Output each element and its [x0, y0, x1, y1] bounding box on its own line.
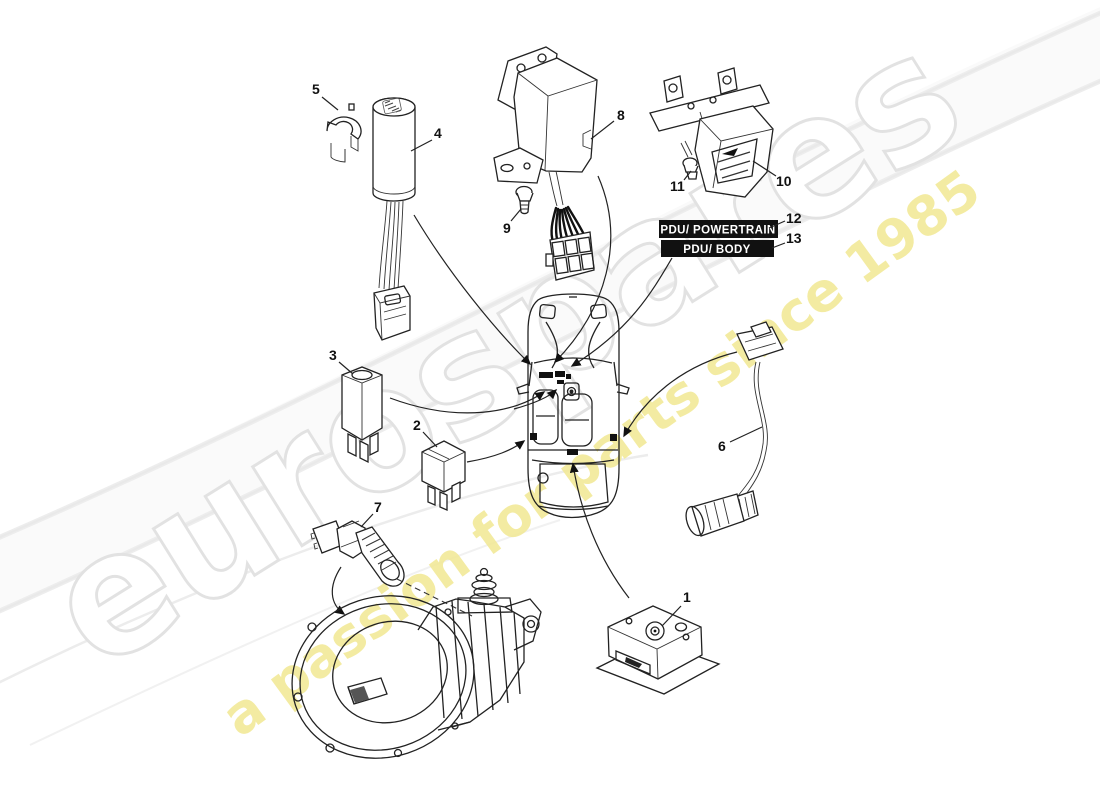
brand-watermark-text: eurospares: [15, 0, 993, 708]
ecu-slot-mark: [625, 657, 642, 668]
part-2-relay: [421, 440, 466, 511]
callout-9: 9: [503, 220, 511, 236]
location-markers: [530, 371, 617, 455]
cable-plug-body: [691, 493, 745, 537]
leader-module8-to-dash: [553, 175, 612, 364]
leader-relay2-to-sill: [466, 440, 526, 463]
car-top-view: [516, 293, 630, 519]
pdu-body-label: PDU/ BODY: [661, 240, 774, 257]
leader-cable6-to-sill: [623, 351, 738, 438]
bracket-plate: [649, 84, 770, 132]
module-bracket-foot: [493, 147, 544, 184]
leader-relay3-to-dash: [389, 391, 546, 414]
vent-arrow-mark: [722, 148, 738, 156]
leader-ecu1-to-rear: [569, 462, 630, 599]
callout-7: 7: [374, 499, 382, 515]
callout-12: 12: [786, 210, 802, 226]
part-8-module: [493, 46, 598, 207]
leader-relay3-fork: [513, 388, 558, 410]
leader-lines: [389, 175, 738, 599]
callout-4: 4: [434, 125, 442, 141]
capacitor-connector: [373, 285, 411, 341]
part-1-ecu: [595, 605, 721, 695]
callout-2: 2: [413, 417, 421, 433]
pdu-body-text: PDU/ BODY: [683, 244, 751, 256]
sensor-fit-line: [396, 578, 473, 617]
callout-8: 8: [617, 107, 625, 123]
leader-pdu-to-dash: [570, 257, 673, 367]
callout-labels: 1 2 3 4 5 6 7 8 9 10 11 12 13: [312, 81, 802, 627]
part-5-clip: [326, 103, 362, 163]
callout-10: 10: [776, 173, 792, 189]
capacitor-top-marking: [382, 97, 402, 115]
callout-5: 5: [312, 81, 320, 97]
part-10-module: [649, 67, 774, 198]
part-3-relay: [341, 366, 383, 464]
capacitor-wires: [378, 200, 404, 291]
brand-watermark: eurospares: [14, 0, 995, 709]
pdu-powertrain-text: PDU/ POWERTRAIN: [660, 225, 775, 237]
gearbox: [291, 567, 542, 759]
pdu-powertrain-label: PDU/ POWERTRAIN: [659, 220, 778, 238]
part-6-cable: [685, 321, 784, 537]
module-harness-connector: [545, 205, 595, 281]
part-7-sensor: [310, 520, 405, 587]
sensor-to-gearbox-arrow: [331, 566, 346, 615]
callout-6: 6: [718, 438, 726, 454]
callout-1: 1: [683, 589, 691, 605]
part-4-capacitor: [372, 97, 416, 341]
callout-11: 11: [670, 178, 685, 194]
callout-3: 3: [329, 347, 337, 363]
leader-capacitor-to-dash: [413, 214, 532, 366]
callout-13: 13: [786, 230, 802, 246]
part-9-screw: [515, 185, 534, 215]
